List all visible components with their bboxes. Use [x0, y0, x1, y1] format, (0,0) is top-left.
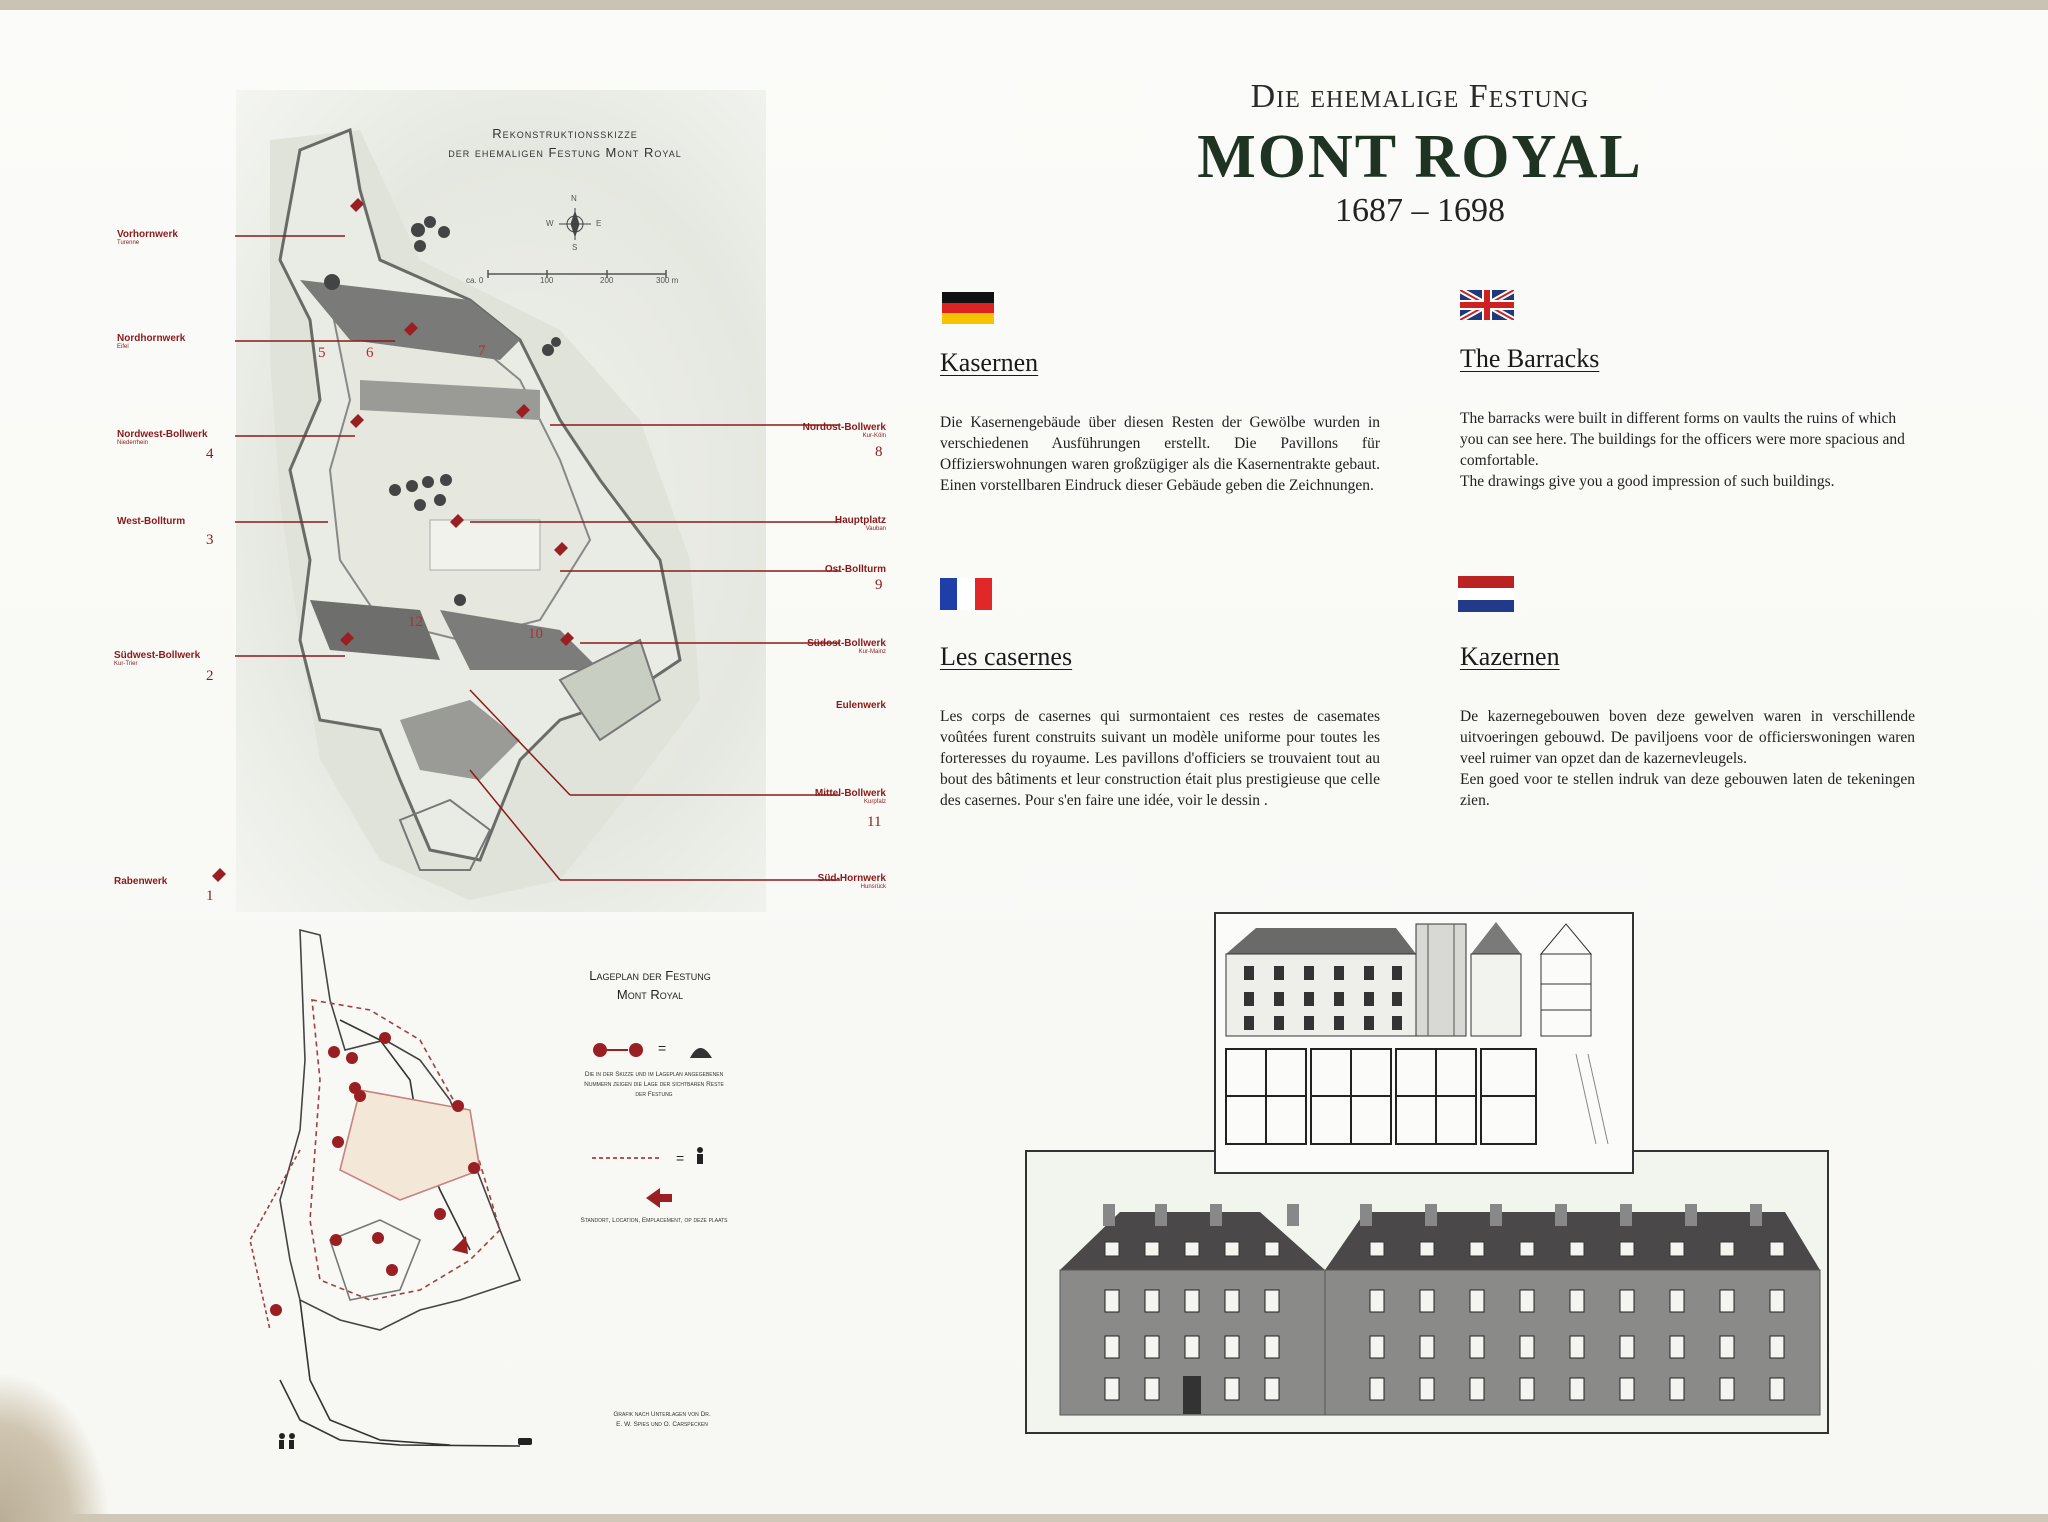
callout-num-4: 4 — [206, 446, 214, 462]
callout-num-9: 9 — [875, 577, 883, 593]
callout-ost-bollturm: Ost-Bollturm — [824, 564, 886, 575]
south-barracks-2 — [440, 610, 600, 670]
hauptplatz-ground — [429, 519, 541, 571]
legend-dots-icon — [593, 1043, 643, 1057]
compass-w: W — [546, 219, 554, 228]
callout-hauptplatz: Hauptplatz Vauban — [834, 515, 886, 532]
hiker-icon — [697, 1147, 703, 1164]
german-flag-icon — [942, 292, 994, 324]
board-top-edge — [0, 0, 2048, 10]
french-flag-icon — [940, 578, 992, 610]
callout-nordost-bollwerk: Nordost-Bollwerk Kur-Köln — [802, 422, 886, 439]
section-body-de: Die Kasernengebäude über diesen Resten d… — [940, 414, 1380, 494]
board-bottom-edge — [0, 1514, 2048, 1522]
lageplan-dots — [270, 1032, 480, 1316]
standort-arrow-icon — [646, 1188, 672, 1208]
section-title-de: Kasernen — [940, 348, 1039, 377]
scale-ca: ca. 0 — [466, 276, 484, 285]
callout-nordhornwerk: Nordhornwerk Eifel — [117, 333, 186, 350]
scale-300: 300 m — [656, 276, 679, 285]
legend-text-numbers: Die in der Skizze und im Lageplan angege… — [584, 1071, 724, 1098]
section-body-fr: Les corps de casernes qui surmontaient c… — [940, 708, 1380, 809]
callout-sued-hornwerk: Süd-Hornwerk Hunsrück — [817, 873, 886, 890]
uk-flag-icon — [1460, 290, 1514, 320]
callout-eulenwerk: Eulenwerk — [835, 700, 886, 711]
lageplan-title-line1: Lageplan der Festung — [589, 968, 711, 983]
barracks-facade-illustration — [1059, 1204, 1821, 1416]
south-barracks — [310, 600, 440, 660]
map-num-6: 6 — [366, 345, 374, 361]
map-num-5: 5 — [318, 345, 326, 361]
section-title-nl: Kazernen — [1460, 642, 1560, 671]
callout-num-1: 1 — [206, 888, 214, 904]
north-barracks-roof — [360, 380, 540, 420]
legend-equals-1: = — [658, 1040, 667, 1056]
lageplan-map — [249, 928, 522, 1447]
location-markers — [212, 198, 574, 882]
callout-mittel-bollwerk: Mittel-Bollwerk Kurpfalz — [814, 788, 886, 805]
dutch-flag-icon — [1458, 576, 1514, 612]
car-icon — [518, 1438, 532, 1445]
callout-vorhornwerk: Vorhornwerk Turenne — [117, 229, 178, 246]
header-title: MONT ROYAL — [1197, 123, 1643, 191]
hornwork-south — [398, 798, 492, 871]
lageplan-title-line2: Mont Royal — [616, 987, 684, 1002]
sketch-title-line2: der ehemaligen Festung Mont Royal — [448, 145, 682, 160]
callout-num-2: 2 — [206, 668, 214, 684]
callout-suedost-bollwerk: Südost-Bollwerk Kur-Mainz — [807, 638, 886, 655]
sketch-title: Rekonstruktionsskizze der ehemaligen Fes… — [400, 124, 730, 162]
map-num-7: 7 — [478, 343, 486, 359]
hikers-bottom-icon — [279, 1433, 295, 1449]
board-damage-corner — [0, 1372, 110, 1522]
compass-s: S — [572, 243, 578, 252]
section-title-en: The Barracks — [1460, 344, 1600, 373]
lageplan-credit: Grafik nach Unterlagen von Dr. E. W. Spi… — [613, 1411, 711, 1428]
section-title-fr: Les casernes — [940, 642, 1073, 671]
standort-arrow-map — [452, 1236, 468, 1254]
callout-num-11: 11 — [867, 814, 882, 830]
header-kicker: Die ehemalige Festung — [1250, 78, 1590, 115]
compass-rose — [559, 208, 591, 240]
sketch-title-line1: Rekonstruktionsskizze — [492, 126, 638, 141]
section-body-nl: De kazernegebouwen boven deze gewelven w… — [1460, 708, 1915, 809]
north-barracks — [300, 280, 520, 360]
section-body-en: The barracks were built in different for… — [1460, 410, 1905, 490]
callout-num-3: 3 — [206, 532, 214, 548]
tree-cluster — [324, 216, 561, 606]
callout-nordwest-bollwerk: Nordwest-Bollwerk Niederrhein — [117, 429, 208, 446]
scale-bar — [487, 270, 667, 278]
lageplan-title: Lageplan der Festung Mont Royal — [560, 966, 740, 1004]
callout-num-8: 8 — [875, 444, 883, 460]
compass-e: E — [596, 219, 602, 228]
barracks-section-illustration — [1225, 922, 1609, 1145]
map-num-12: 12 — [408, 614, 423, 630]
legend-equals-2: = — [676, 1150, 685, 1166]
callout-suedwest-bollwerk: Südwest-Bollwerk Kur-Trier — [114, 650, 201, 667]
callout-west-bollturm: West-Bollturm — [117, 516, 186, 527]
bastion-east — [558, 638, 662, 742]
header-years: 1687 – 1698 — [1335, 192, 1505, 229]
scale-100: 100 — [540, 276, 554, 285]
callout-rabenwerk: Rabenwerk — [114, 876, 168, 887]
legend-text-standort: Standort, Location, Emplacement, op deze… — [580, 1217, 728, 1224]
callout-leader-lines — [235, 235, 840, 881]
compass-n: N — [571, 194, 577, 203]
map-num-10: 10 — [528, 626, 543, 642]
southern-ravelin — [400, 700, 520, 780]
scale-200: 200 — [600, 276, 614, 285]
vault-ruin-icon — [690, 1048, 712, 1058]
